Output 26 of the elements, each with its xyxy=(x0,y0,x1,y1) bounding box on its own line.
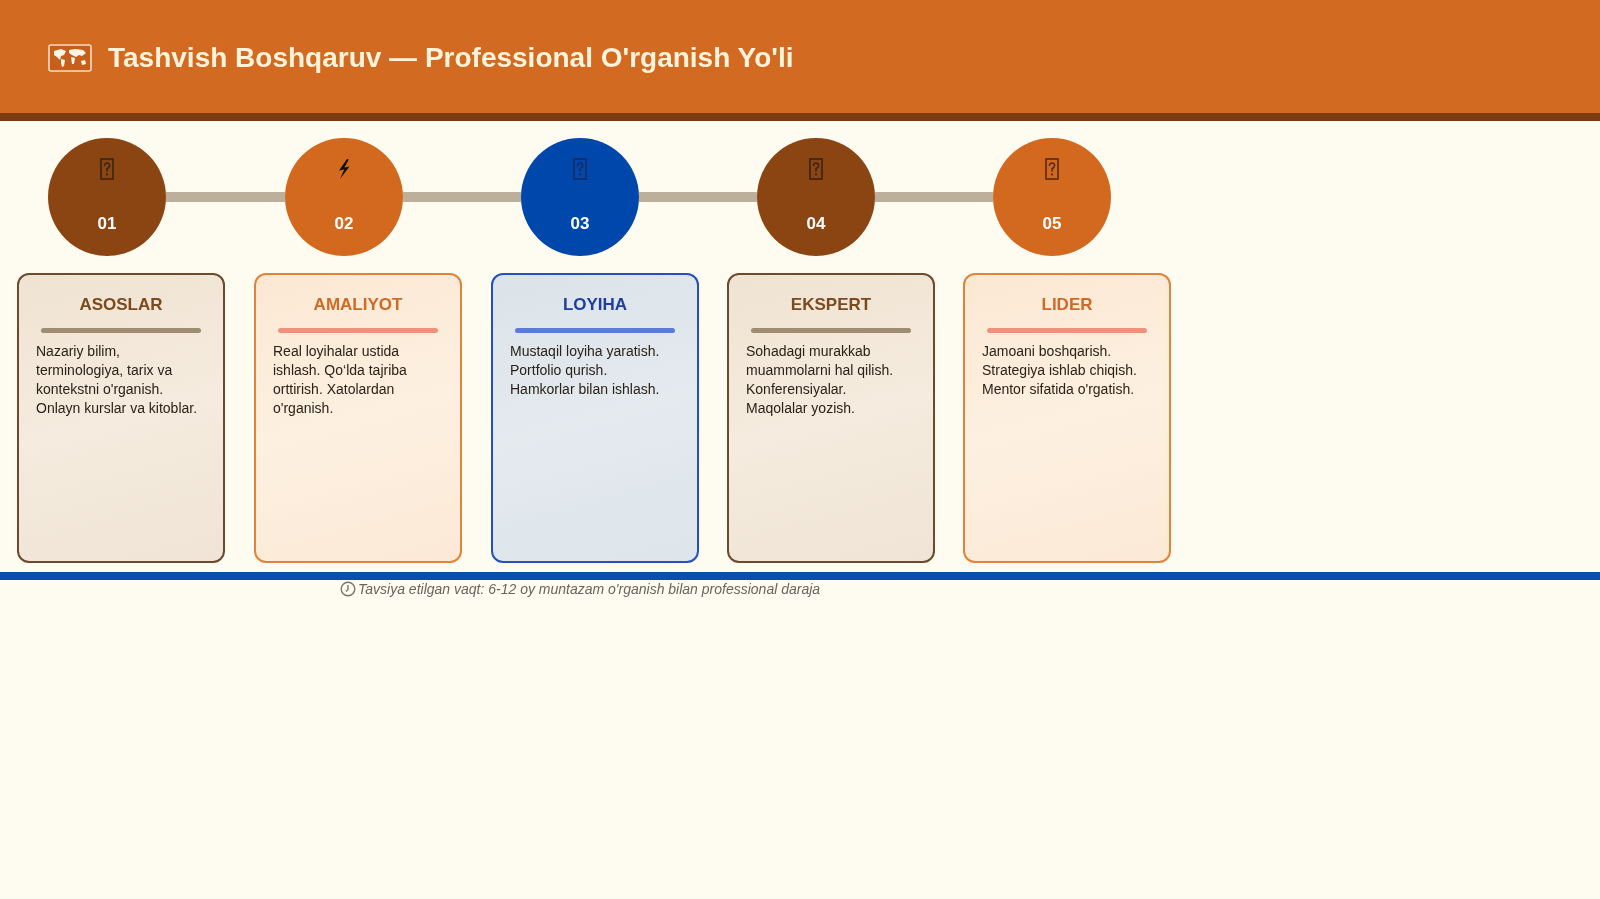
step-card xyxy=(727,273,935,563)
connector-line xyxy=(403,192,521,202)
card-heading: ASOSLAR xyxy=(78,294,164,316)
card-heading: LIDER xyxy=(1040,294,1094,316)
card-heading: LOYIHA xyxy=(561,294,629,316)
note-text: Tavsiya etilgan vaqt: 6-12 oy muntazam o'rganish bilan professional daraja xyxy=(358,580,821,598)
step-number: 04 xyxy=(805,214,827,234)
connector-line xyxy=(875,192,993,202)
card-description: Nazariy bilim, terminologiya, tarix va kontekstni o'rganish. Onlayn kurslar va kitoblar. xyxy=(36,342,199,418)
card-description: Real loyihalar ustida ishlash. Qo‘lda tajriba orttirish. Xatolardan o'rganish. xyxy=(273,342,408,418)
card-description: Mustaqil loyiha yaratish. Portfolio qurish. Hamkorlar bilan ishlash. xyxy=(510,342,661,399)
card-heading: AMALIYOT xyxy=(312,294,404,316)
connector-line xyxy=(166,192,285,202)
step-number: 05 xyxy=(1041,214,1063,234)
step-card xyxy=(254,273,462,563)
step-card xyxy=(17,273,225,563)
title: Tashvish Boshqaruv — Professional O'rganish Yo'li xyxy=(108,41,794,75)
card-description: Jamoani boshqarish. Strategiya ishlab chiqish. Mentor sifatida o'rgatish. xyxy=(982,342,1138,399)
card-heading: EKSPERT xyxy=(789,294,873,316)
step-number: 02 xyxy=(333,214,355,234)
step-number: 03 xyxy=(569,214,591,234)
card-description: Sohadagi murakkab muammolarni hal qilish. Konferensiyalar. Maqolalar yozish. xyxy=(746,342,895,418)
connector-line xyxy=(639,192,757,202)
step-number: 01 xyxy=(96,214,118,234)
step-card xyxy=(963,273,1171,563)
step-card xyxy=(491,273,699,563)
